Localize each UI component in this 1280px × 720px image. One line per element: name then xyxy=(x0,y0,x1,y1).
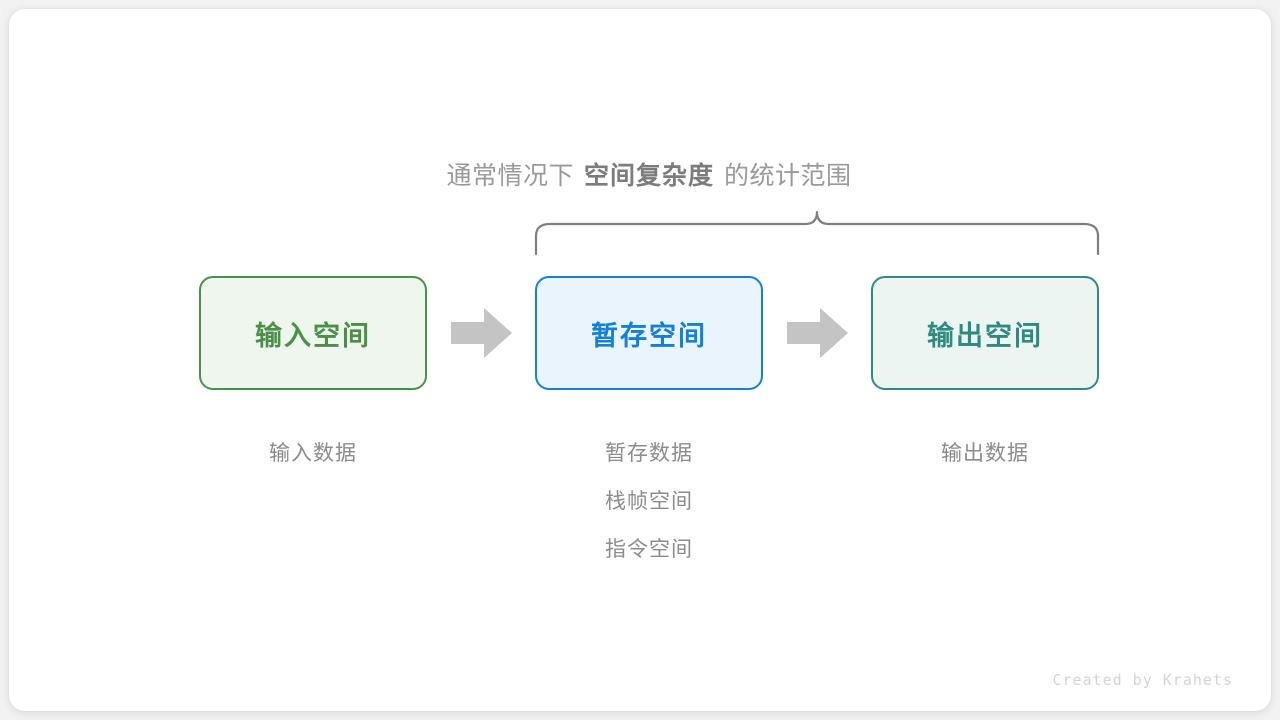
title-emphasis: 空间复杂度 xyxy=(583,162,714,190)
caption-line: 输出数据 xyxy=(941,442,1029,465)
caption-line: 指令空间 xyxy=(605,538,693,561)
box-temp-space-label: 暂存空间 xyxy=(591,320,707,351)
slide-card: 通常情况下空间复杂度的统计范围 输入空间 暂存空间 输出空间 输入数据 xyxy=(9,9,1271,711)
diagram-title: 通常情况下空间复杂度的统计范围 xyxy=(9,159,1280,193)
captions-temp-space: 暂存数据 栈帧空间 指令空间 xyxy=(535,430,763,574)
title-suffix: 的统计范围 xyxy=(724,162,852,190)
caption-line: 栈帧空间 xyxy=(605,490,693,513)
arrow-right-icon xyxy=(451,308,512,358)
box-temp-space[interactable]: 暂存空间 xyxy=(535,276,763,390)
arrow-right-icon xyxy=(787,308,848,358)
captions-output-space: 输出数据 xyxy=(871,430,1099,478)
box-input-space-label: 输入空间 xyxy=(255,320,371,351)
watermark-credit: Created by Krahets xyxy=(1052,671,1233,689)
caption-line: 暂存数据 xyxy=(605,442,693,465)
title-prefix: 通常情况下 xyxy=(446,162,574,190)
curly-brace-icon xyxy=(534,210,1100,256)
box-output-space[interactable]: 输出空间 xyxy=(871,276,1099,390)
box-output-space-label: 输出空间 xyxy=(927,320,1043,351)
box-input-space[interactable]: 输入空间 xyxy=(199,276,427,390)
caption-line: 输入数据 xyxy=(269,442,357,465)
captions-input-space: 输入数据 xyxy=(199,430,427,478)
